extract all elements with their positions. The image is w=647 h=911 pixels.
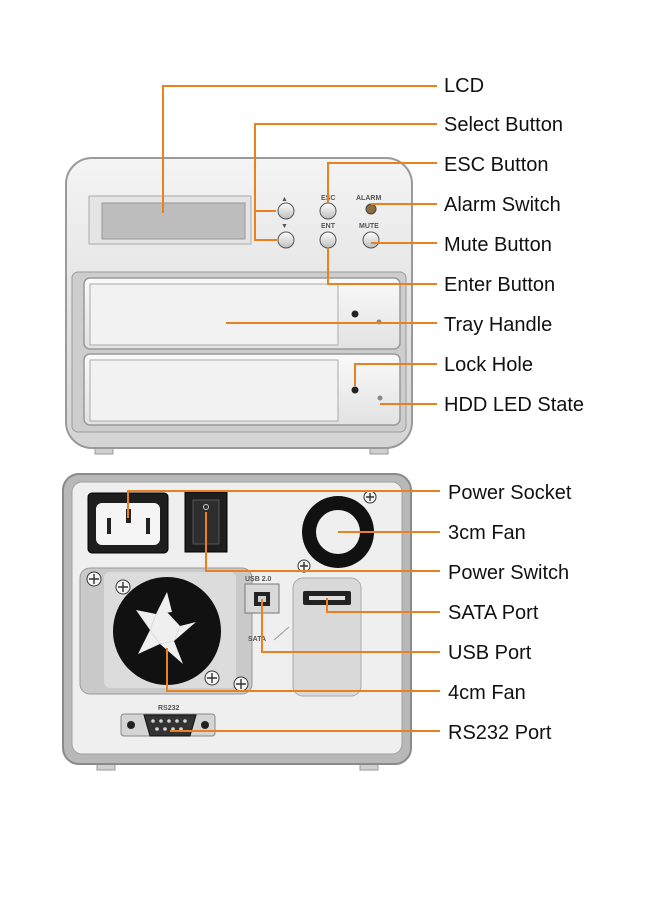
label-sata-port: SATA Port — [448, 602, 539, 624]
esc-button[interactable] — [319, 202, 337, 220]
power-switch-leader — [205, 512, 440, 572]
screw-icon — [363, 490, 377, 504]
usb-label: USB 2.0 — [245, 576, 272, 583]
alarm-label: ALARM — [356, 195, 381, 202]
rs232-screw-left — [127, 721, 135, 729]
lower-tray-handle[interactable] — [89, 359, 339, 422]
label-4cm-fan: 4cm Fan — [448, 682, 526, 704]
down-arrow-icon: ▼ — [281, 223, 288, 230]
label-tray-handle: Tray Handle — [444, 314, 552, 336]
rs232-label: RS232 — [158, 705, 180, 712]
enter-button[interactable] — [319, 231, 337, 249]
rs232-screw-right — [201, 721, 209, 729]
lower-hdd-led — [377, 395, 383, 401]
screw-icon — [233, 676, 249, 692]
usb-port-leader — [261, 599, 440, 653]
label-alarm-switch: Alarm Switch — [444, 194, 561, 216]
front-panel: ▲ ▼ ESC ENT ALARM MUTE — [65, 157, 413, 455]
select-button-leader — [254, 123, 437, 212]
sata-port-leader — [326, 598, 440, 613]
front-leader-lines — [162, 85, 437, 405]
mute-button[interactable] — [362, 231, 380, 249]
label-rs232-port: RS232 Port — [448, 722, 552, 744]
select-down-button[interactable] — [277, 231, 295, 249]
rear-labels: Power Socket 3cm Fan Power Switch SATA P… — [448, 482, 572, 744]
screw-icon — [204, 670, 220, 686]
alarm-switch[interactable] — [365, 203, 377, 215]
lock-hole-leader — [354, 363, 437, 386]
power-socket-inner — [96, 503, 160, 545]
rs232-pins — [151, 719, 187, 731]
lower-lock-hole — [351, 386, 359, 394]
front-labels: LCD Select Button ESC Button Alarm Switc… — [444, 75, 584, 416]
label-esc-button: ESC Button — [444, 154, 549, 176]
socket-pin-right — [146, 518, 150, 534]
label-3cm-fan: 3cm Fan — [448, 522, 526, 544]
rear-panel: USB 2.0 SATA RS232 — [62, 473, 412, 771]
sata-label: SATA — [248, 636, 266, 643]
socket-pin-left — [107, 518, 111, 534]
sata-divider — [273, 626, 290, 641]
label-power-switch: Power Switch — [448, 562, 569, 584]
enter-button-leader — [327, 247, 437, 285]
lcd-leader — [162, 85, 437, 213]
power-socket-leader — [127, 490, 440, 518]
ent-label: ENT — [321, 223, 336, 230]
power-switch-mark — [203, 504, 209, 510]
upper-tray-handle[interactable] — [89, 283, 339, 346]
label-mute-button: Mute Button — [444, 234, 552, 256]
fan-4cm-blades — [136, 592, 196, 664]
label-lock-hole: Lock Hole — [444, 354, 533, 376]
rear-leader-lines — [127, 490, 440, 732]
label-usb-port: USB Port — [448, 642, 532, 664]
mute-label: MUTE — [359, 223, 379, 230]
upper-lock-hole — [351, 310, 359, 318]
label-enter-button: Enter Button — [444, 274, 555, 296]
label-power-socket: Power Socket — [448, 482, 572, 504]
screw-icon — [297, 559, 311, 573]
fan-4cm-leader — [166, 648, 440, 692]
screw-icon — [115, 579, 131, 595]
label-hdd-led-state: HDD LED State — [444, 394, 584, 416]
select-up-button[interactable] — [277, 202, 295, 220]
lcd-inner — [101, 202, 246, 240]
screw-icon — [86, 571, 102, 587]
label-lcd: LCD — [444, 75, 484, 97]
rs232-port[interactable] — [143, 714, 197, 737]
select-button-leader-lower — [254, 211, 277, 241]
sata-panel — [292, 577, 362, 697]
label-select-button: Select Button — [444, 114, 563, 136]
up-arrow-icon: ▲ — [281, 196, 288, 203]
esc-button-leader — [327, 162, 437, 204]
